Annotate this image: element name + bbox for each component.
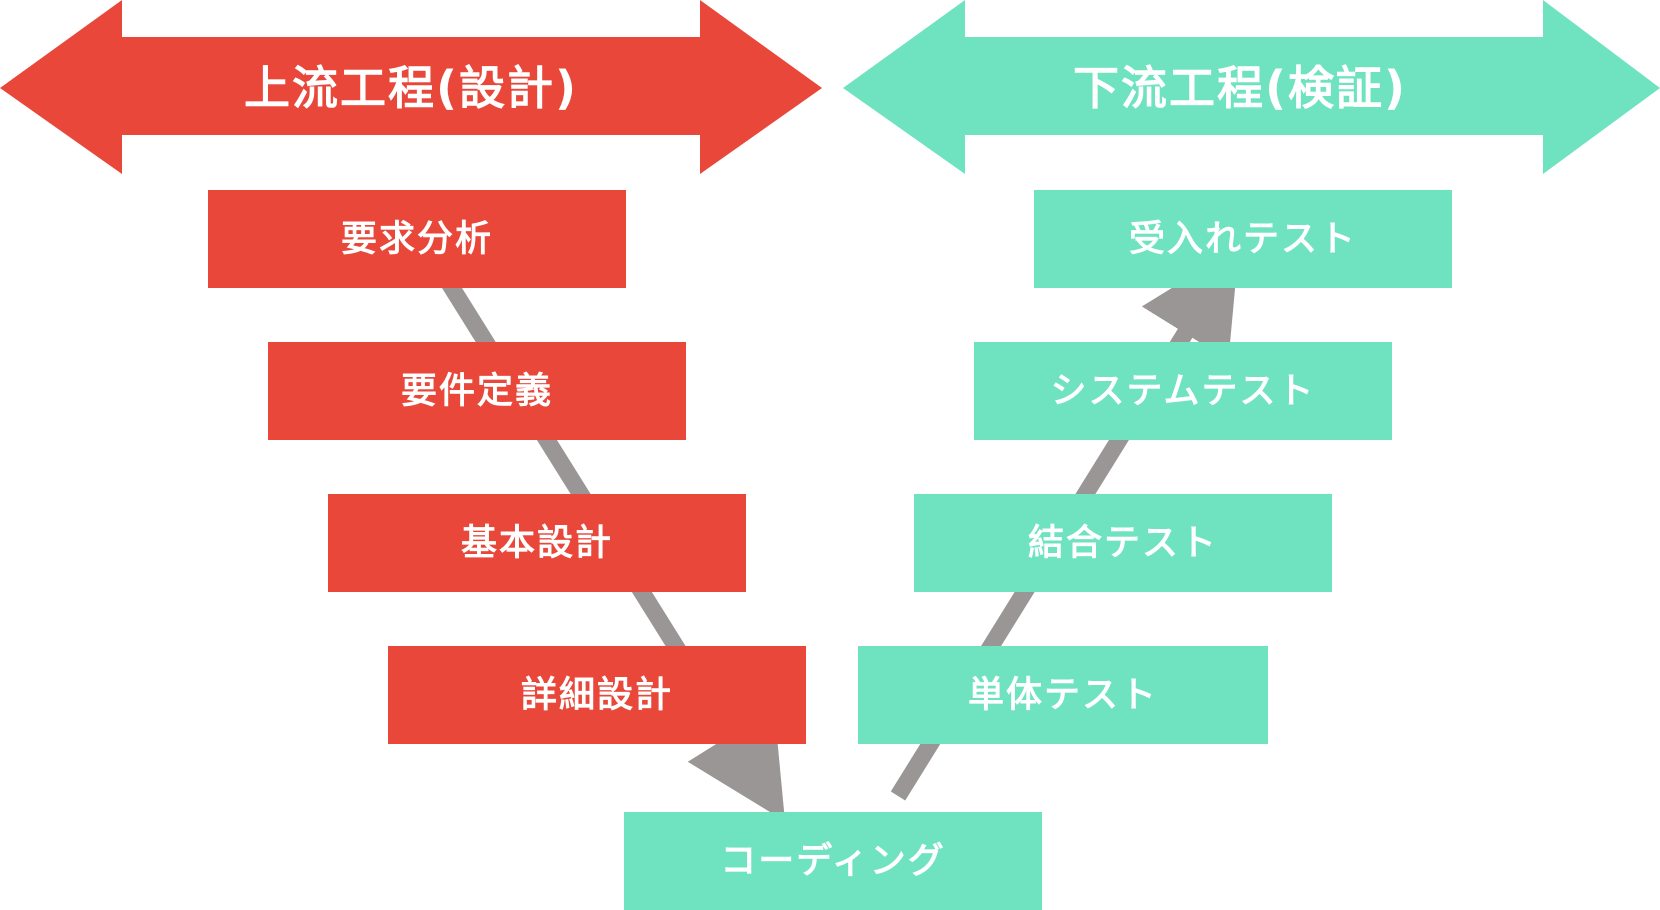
coding-box xyxy=(624,812,1042,910)
test-step: システムテスト xyxy=(974,342,1392,440)
test-step-label: 受入れテスト xyxy=(1129,219,1357,260)
design-step-box xyxy=(388,646,806,744)
test-step-label: 結合テスト xyxy=(1028,523,1218,564)
design-step-box xyxy=(208,190,626,288)
verify-phase-title: 下流工程(検証) xyxy=(1073,61,1407,115)
design-step-label: 基本設計 xyxy=(461,523,613,564)
design-step: 基本設計 xyxy=(328,494,746,592)
design-step-box xyxy=(268,342,686,440)
test-step: 単体テスト xyxy=(858,646,1268,744)
design-step: 詳細設計 xyxy=(388,646,806,744)
coding-step: コーディング xyxy=(624,812,1042,910)
test-step-box xyxy=(1034,190,1452,288)
coding-label: コーディング xyxy=(720,840,945,882)
test-step-box xyxy=(914,494,1332,592)
design-step-label: 詳細設計 xyxy=(521,675,673,716)
design-step: 要件定義 xyxy=(268,342,686,440)
design-step-label: 要求分析 xyxy=(341,219,493,260)
verify-double-arrow xyxy=(843,0,1660,174)
design-step: 要求分析 xyxy=(208,190,626,288)
verify-phase-header: 下流工程(検証) xyxy=(843,0,1660,174)
test-step: 結合テスト xyxy=(914,494,1332,592)
test-step-label: システムテスト xyxy=(1051,371,1316,412)
design-phase-title: 上流工程(設計) xyxy=(244,61,578,115)
test-step-box xyxy=(858,646,1268,744)
test-step-label: 単体テスト xyxy=(968,675,1158,716)
test-step: 受入れテスト xyxy=(1034,190,1452,288)
design-step-label: 要件定義 xyxy=(401,371,553,412)
design-double-arrow xyxy=(0,0,822,174)
design-step-box xyxy=(328,494,746,592)
design-phase-header: 上流工程(設計) xyxy=(0,0,822,174)
test-step-box xyxy=(974,342,1392,440)
